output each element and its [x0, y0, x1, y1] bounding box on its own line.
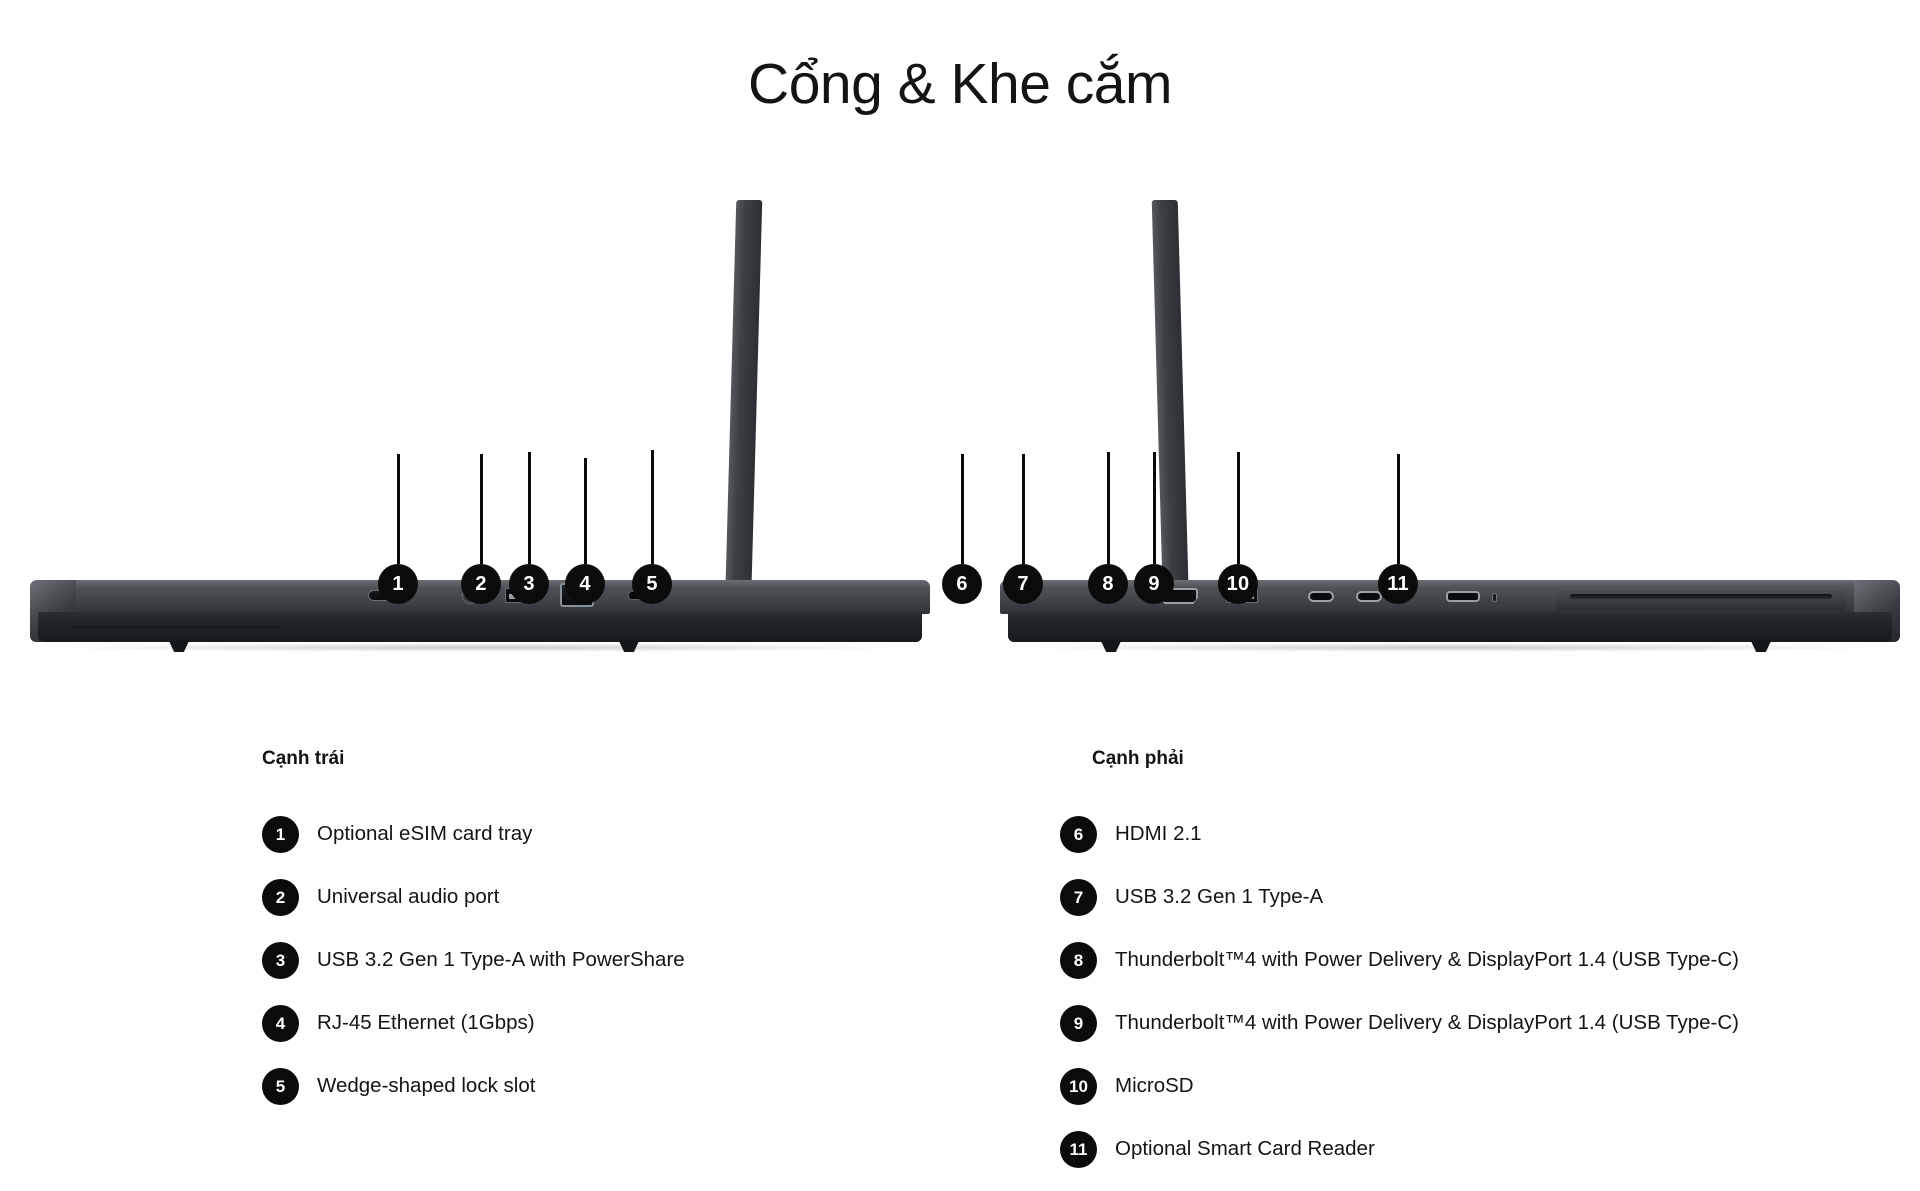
callout-bubble-label: 7 [1003, 564, 1043, 604]
list-item[interactable]: 6 HDMI 2.1 [1060, 803, 1860, 866]
legend-number-badge: 11 [1060, 1131, 1097, 1168]
vent-grille-left [72, 626, 282, 630]
ports-illustration: 1 2 3 4 5 6 7 8 9 10 11 [0, 120, 1920, 730]
legend-item-label: USB 3.2 Gen 1 Type-A [1115, 885, 1324, 909]
base-bottom-right [1008, 612, 1892, 652]
callout-5[interactable]: 5 [632, 450, 672, 604]
leader-line-3 [527, 452, 531, 564]
legend-number-badge: 5 [262, 1068, 299, 1105]
callout-bubble-label: 11 [1378, 564, 1418, 604]
callout-7[interactable]: 7 [1003, 454, 1043, 604]
legend-number-badge: 9 [1060, 1005, 1097, 1042]
rubber-foot-right-2 [1750, 639, 1772, 652]
legend-right-heading: Cạnh phải [1092, 748, 1184, 769]
legend-number-badge: 7 [1060, 879, 1097, 916]
callout-bubble-label: 5 [632, 564, 672, 604]
rubber-foot-right-1 [1100, 639, 1122, 652]
legend-item-label: USB 3.2 Gen 1 Type-A with PowerShare [317, 948, 685, 972]
legend-item-label: Universal audio port [317, 885, 500, 909]
callout-bubble-label: 4 [565, 564, 605, 604]
legend-item-label: RJ-45 Ethernet (1Gbps) [317, 1011, 535, 1035]
callout-10[interactable]: 10 [1218, 452, 1258, 604]
callout-11[interactable]: 11 [1378, 454, 1418, 604]
legend-number-badge: 8 [1060, 942, 1097, 979]
legend-left-heading: Cạnh trái [262, 748, 345, 769]
list-item[interactable]: 1 Optional eSIM card tray [262, 803, 962, 866]
smart-card-slot-line [1570, 594, 1832, 599]
callout-8[interactable]: 8 [1088, 452, 1128, 604]
microsd-icon [1446, 591, 1480, 602]
legend-number-badge: 2 [262, 879, 299, 916]
legend-item-label: Wedge-shaped lock slot [317, 1074, 536, 1098]
callout-2[interactable]: 2 [461, 454, 501, 604]
usb-c-icon-2 [1356, 591, 1382, 602]
list-item[interactable]: 3 USB 3.2 Gen 1 Type-A with PowerShare [262, 929, 962, 992]
callout-bubble-label: 3 [509, 564, 549, 604]
leader-line-6 [960, 454, 964, 564]
leader-line-7 [1021, 454, 1025, 564]
leader-line-10 [1236, 452, 1240, 564]
list-item[interactable]: 7 USB 3.2 Gen 1 Type-A [1060, 866, 1860, 929]
legend-item-label: HDMI 2.1 [1115, 822, 1202, 846]
rubber-foot-left-1 [168, 639, 190, 652]
callout-3[interactable]: 3 [509, 452, 549, 604]
legend-item-label: Optional eSIM card tray [317, 822, 533, 846]
leader-line-11 [1396, 454, 1400, 564]
laptop-base-right [1000, 580, 1900, 652]
legend-number-badge: 6 [1060, 816, 1097, 853]
leader-line-4 [583, 458, 587, 564]
callout-6[interactable]: 6 [942, 454, 982, 604]
legend-item-label: MicroSD [1115, 1074, 1194, 1098]
sd-indicator-icon [1492, 593, 1497, 602]
callout-bubble-label: 2 [461, 564, 501, 604]
callout-bubble-label: 8 [1088, 564, 1128, 604]
legend-left-side: Cạnh trái 1 Optional eSIM card tray 2 Un… [262, 748, 962, 1118]
callout-bubble-label: 6 [942, 564, 982, 604]
legend-right-side: Cạnh phải 6 HDMI 2.1 7 USB 3.2 Gen 1 Typ… [1060, 748, 1860, 1181]
callout-9[interactable]: 9 [1134, 452, 1174, 604]
leader-line-1 [396, 454, 400, 564]
list-item[interactable]: 9 Thunderbolt™4 with Power Delivery & Di… [1060, 992, 1860, 1055]
legend-item-label: Thunderbolt™4 with Power Delivery & Disp… [1115, 948, 1739, 972]
list-item[interactable]: 2 Universal audio port [262, 866, 962, 929]
laptop-right-edge-image [1000, 120, 1900, 730]
legend-number-badge: 3 [262, 942, 299, 979]
list-item[interactable]: 8 Thunderbolt™4 with Power Delivery & Di… [1060, 929, 1860, 992]
legend-item-label: Thunderbolt™4 with Power Delivery & Disp… [1115, 1011, 1739, 1035]
leader-line-8 [1106, 452, 1110, 564]
leader-line-5 [650, 450, 654, 564]
usb-c-icon-1 [1308, 591, 1334, 602]
smart-card-reader-icon [1556, 585, 1846, 611]
list-item[interactable]: 10 MicroSD [1060, 1055, 1860, 1118]
device-shadow-right [1014, 643, 1886, 652]
callout-1[interactable]: 1 [378, 454, 418, 604]
legend-number-badge: 4 [262, 1005, 299, 1042]
device-shadow-left [44, 643, 916, 652]
callout-4[interactable]: 4 [565, 458, 605, 604]
leader-line-2 [479, 454, 483, 564]
legend-number-badge: 10 [1060, 1068, 1097, 1105]
callout-bubble-label: 9 [1134, 564, 1174, 604]
legend-number-badge: 1 [262, 816, 299, 853]
callout-bubble-label: 1 [378, 564, 418, 604]
laptop-left-edge-image [30, 120, 930, 730]
list-item[interactable]: 4 RJ-45 Ethernet (1Gbps) [262, 992, 962, 1055]
laptop-lid-left [724, 200, 763, 640]
leader-line-9 [1152, 452, 1156, 564]
list-item[interactable]: 5 Wedge-shaped lock slot [262, 1055, 962, 1118]
legend-item-label: Optional Smart Card Reader [1115, 1137, 1375, 1161]
page-title: Cổng & Khe cắm [748, 52, 1172, 117]
callout-bubble-label: 10 [1218, 564, 1258, 604]
base-bottom-left [38, 612, 922, 652]
rubber-foot-left-2 [618, 639, 640, 652]
list-item[interactable]: 11 Optional Smart Card Reader [1060, 1118, 1860, 1181]
